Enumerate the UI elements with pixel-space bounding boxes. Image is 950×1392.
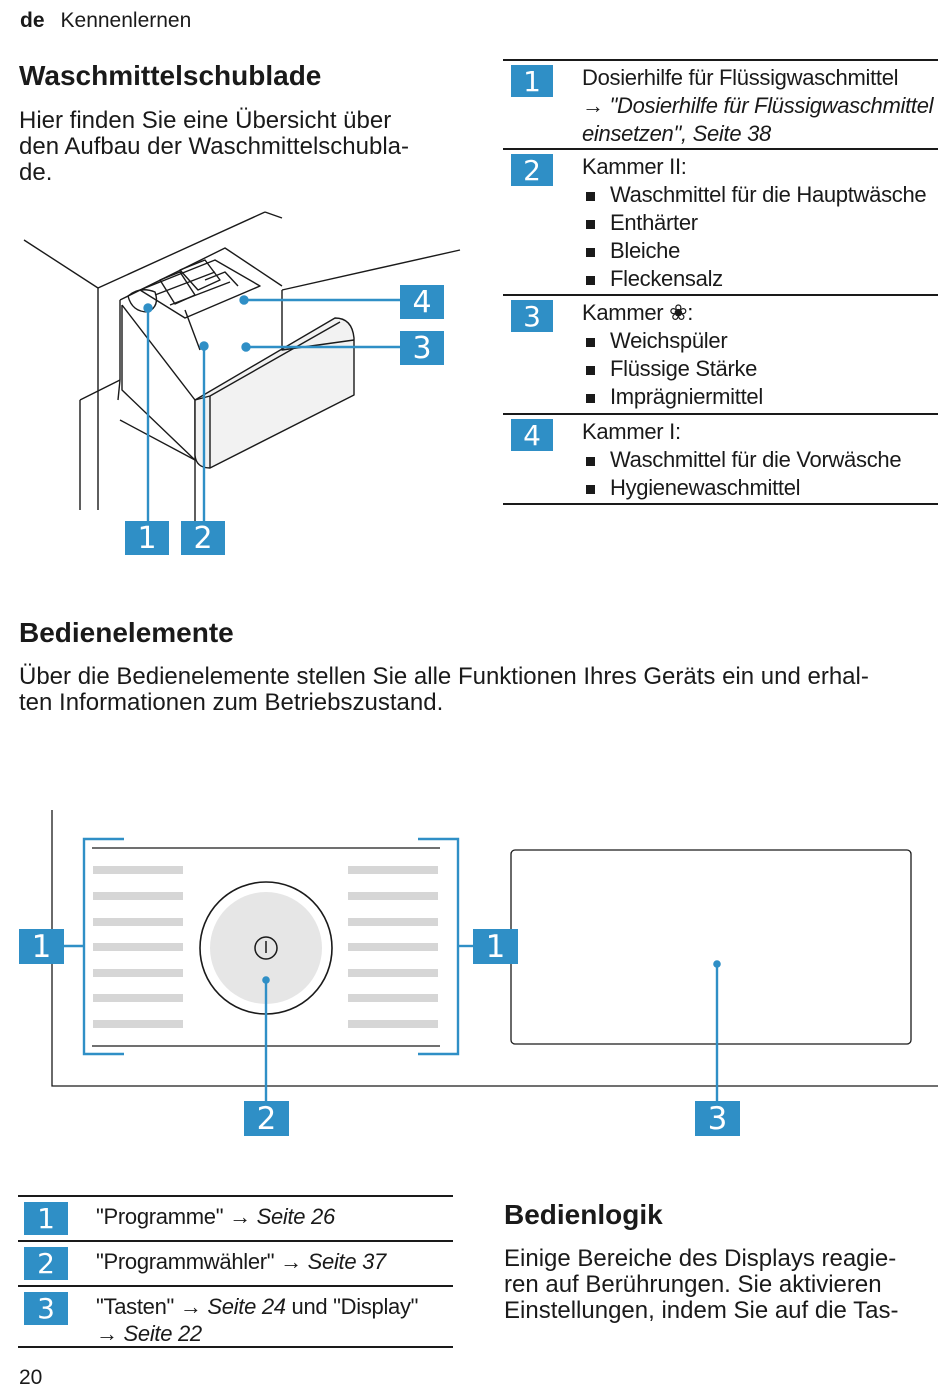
callout-badge: 1 xyxy=(125,521,169,556)
drawer-intro-line: de. xyxy=(19,159,53,186)
controls-intro-line: ten Informationen zum Betriebszustand. xyxy=(19,689,444,716)
power-icon xyxy=(254,936,278,960)
callout-badge: 3 xyxy=(695,1101,740,1137)
table-row: 4 Kammer I: Waschmittel für die Vorwäsch… xyxy=(503,413,938,505)
cross-reference: Seite 24 xyxy=(207,1294,286,1319)
row-content: "Programmwähler" → Seite 37 xyxy=(96,1242,453,1281)
row-text: "Tasten" xyxy=(96,1294,175,1319)
row-text: "Programmwähler" xyxy=(96,1249,275,1274)
bullet-item: Waschmittel für die Vorwäsche xyxy=(582,446,938,474)
table-row: 3 "Tasten" → Seite 24 und "Display" → Se… xyxy=(18,1285,453,1348)
drawer-heading: Waschmittelschublade xyxy=(19,60,322,91)
row-number-badge: 2 xyxy=(24,1247,68,1280)
arrow-icon: → xyxy=(229,1204,251,1229)
arrow-icon: → xyxy=(582,93,604,118)
row-content: Kammer I: Waschmittel für die Vorwäsche … xyxy=(582,415,938,506)
bullet-item: Waschmittel für die Hauptwäsche xyxy=(582,181,938,209)
row-number-badge: 4 xyxy=(511,419,553,452)
row-number-badge: 1 xyxy=(24,1202,68,1235)
page-number: 20 xyxy=(19,1366,43,1389)
callout-badge: 3 xyxy=(400,331,444,366)
table-row: 3 Kammer ❀: Weichspüler Flüssige Stärke … xyxy=(503,294,938,413)
callout-badge: 1 xyxy=(19,929,64,965)
logic-heading: Bedienlogik xyxy=(504,1199,663,1230)
cross-reference: Seite 22 xyxy=(123,1321,203,1346)
controls-heading: Bedienelemente xyxy=(19,617,234,648)
bullet-item: Fleckensalz xyxy=(582,265,938,293)
bullet-item: Imprägniermittel xyxy=(582,383,938,411)
row-text: und "Display" xyxy=(291,1294,419,1319)
cross-reference: einsetzen", Seite 38 xyxy=(582,121,771,146)
cross-reference: Seite 26 xyxy=(256,1204,336,1229)
row-title: Kammer ❀: xyxy=(582,300,694,325)
table-row: 1 "Programme" → Seite 26 xyxy=(18,1195,453,1240)
row-content: Kammer II: Waschmittel für die Hauptwäsc… xyxy=(582,150,938,297)
drawer-legend-table: 1 Dosierhilfe für Flüssigwaschmittel → "… xyxy=(503,59,938,505)
bullet-item: Flüssige Stärke xyxy=(582,355,938,383)
row-content: "Programme" → Seite 26 xyxy=(96,1197,453,1236)
callout-badge: 2 xyxy=(181,521,225,556)
logic-text-line: ren auf Berührungen. Sie aktivieren xyxy=(504,1271,882,1298)
cross-reference: Seite 37 xyxy=(307,1249,387,1274)
arrow-icon: → xyxy=(96,1321,118,1346)
language-code: de xyxy=(20,9,45,32)
section-name: Kennenlernen xyxy=(60,9,192,32)
control-panel-illustration xyxy=(51,810,938,1102)
callout-badge: 1 xyxy=(473,929,518,965)
table-row: 2 Kammer II: Waschmittel für die Hauptwä… xyxy=(503,148,938,294)
row-text: Dosierhilfe für Flüssigwaschmittel xyxy=(582,65,899,90)
row-number-badge: 1 xyxy=(511,65,553,98)
row-number-badge: 3 xyxy=(24,1292,68,1325)
row-content: "Tasten" → Seite 24 und "Display" → Seit… xyxy=(96,1287,453,1353)
row-number-badge: 2 xyxy=(511,154,553,187)
row-title: Kammer I: xyxy=(582,419,681,444)
row-number-badge: 3 xyxy=(511,300,553,333)
row-content: Dosierhilfe für Flüssigwaschmittel → "Do… xyxy=(582,61,938,152)
logic-text-line: Einstellungen, indem Sie auf die Tas- xyxy=(504,1297,899,1324)
arrow-icon: → xyxy=(280,1249,302,1274)
bullet-item: Bleiche xyxy=(582,237,938,265)
bullet-item: Hygienewaschmittel xyxy=(582,474,938,502)
table-row: 2 "Programmwähler" → Seite 37 xyxy=(18,1240,453,1285)
drawer-intro-line: Hier finden Sie eine Übersicht über xyxy=(19,107,392,134)
arrow-icon: → xyxy=(179,1294,202,1319)
bullet-item: Enthärter xyxy=(582,209,938,237)
table-row: 1 Dosierhilfe für Flüssigwaschmittel → "… xyxy=(503,59,938,148)
row-content: Kammer ❀: Weichspüler Flüssige Stärke Im… xyxy=(582,296,938,415)
row-title: Kammer II: xyxy=(582,154,687,179)
drawer-intro-line: den Aufbau der Waschmittelschubla- xyxy=(19,133,409,160)
callout-badge: 2 xyxy=(244,1101,289,1137)
callout-badge: 4 xyxy=(400,285,444,320)
cross-reference: "Dosierhilfe für Flüssigwaschmittel xyxy=(609,93,934,118)
logic-text-line: Einige Bereiche des Displays reagie- xyxy=(504,1245,897,1272)
controls-legend-table: 1 "Programme" → Seite 26 2 "Programmwähl… xyxy=(18,1195,453,1348)
drawer-intro: Hier finden Sie eine Übersicht über den … xyxy=(19,108,409,186)
drawer-illustration xyxy=(23,211,461,530)
logic-text: Einige Bereiche des Displays reagie- ren… xyxy=(504,1246,898,1324)
bullet-item: Weichspüler xyxy=(582,327,938,355)
running-header: de Kennenlernen xyxy=(20,9,191,33)
row-text: "Programme" xyxy=(96,1204,224,1229)
controls-intro: Über die Bedienelemente stellen Sie alle… xyxy=(19,664,869,716)
controls-intro-line: Über die Bedienelemente stellen Sie alle… xyxy=(19,663,869,690)
